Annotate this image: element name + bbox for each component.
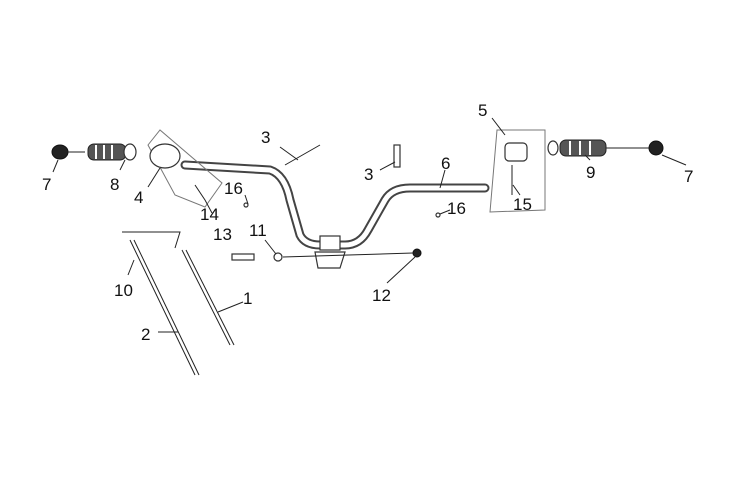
right-switch-assembly (489, 129, 546, 213)
callout-15: 15 (513, 195, 532, 214)
callout-6: 6 (441, 154, 450, 173)
callout-16-right: 16 (447, 199, 466, 218)
callout-13: 13 (213, 225, 232, 244)
callout-3-lower: 3 (364, 165, 373, 184)
callout-8: 8 (110, 175, 119, 194)
callout-7-left: 7 (42, 175, 51, 194)
callout-4: 4 (134, 188, 143, 207)
left-switch-assembly (147, 129, 223, 214)
leader-lines (52, 117, 687, 333)
small-parts (231, 144, 441, 262)
handlebar-clamp (314, 235, 346, 269)
callout-11: 11 (249, 221, 267, 240)
right-grip (547, 139, 664, 157)
callout-9: 9 (586, 163, 595, 182)
callout-5: 5 (478, 101, 487, 120)
callout-10: 10 (114, 281, 133, 300)
callout-12: 12 (372, 286, 391, 305)
callout-14: 14 (200, 205, 219, 224)
callout-7-right: 7 (684, 167, 693, 186)
throttle-cables (122, 231, 235, 376)
callout-16-left: 16 (224, 179, 243, 198)
callout-2: 2 (141, 325, 150, 344)
callout-3-upper: 3 (261, 128, 270, 147)
callout-1: 1 (243, 289, 252, 308)
left-grip (51, 143, 137, 161)
